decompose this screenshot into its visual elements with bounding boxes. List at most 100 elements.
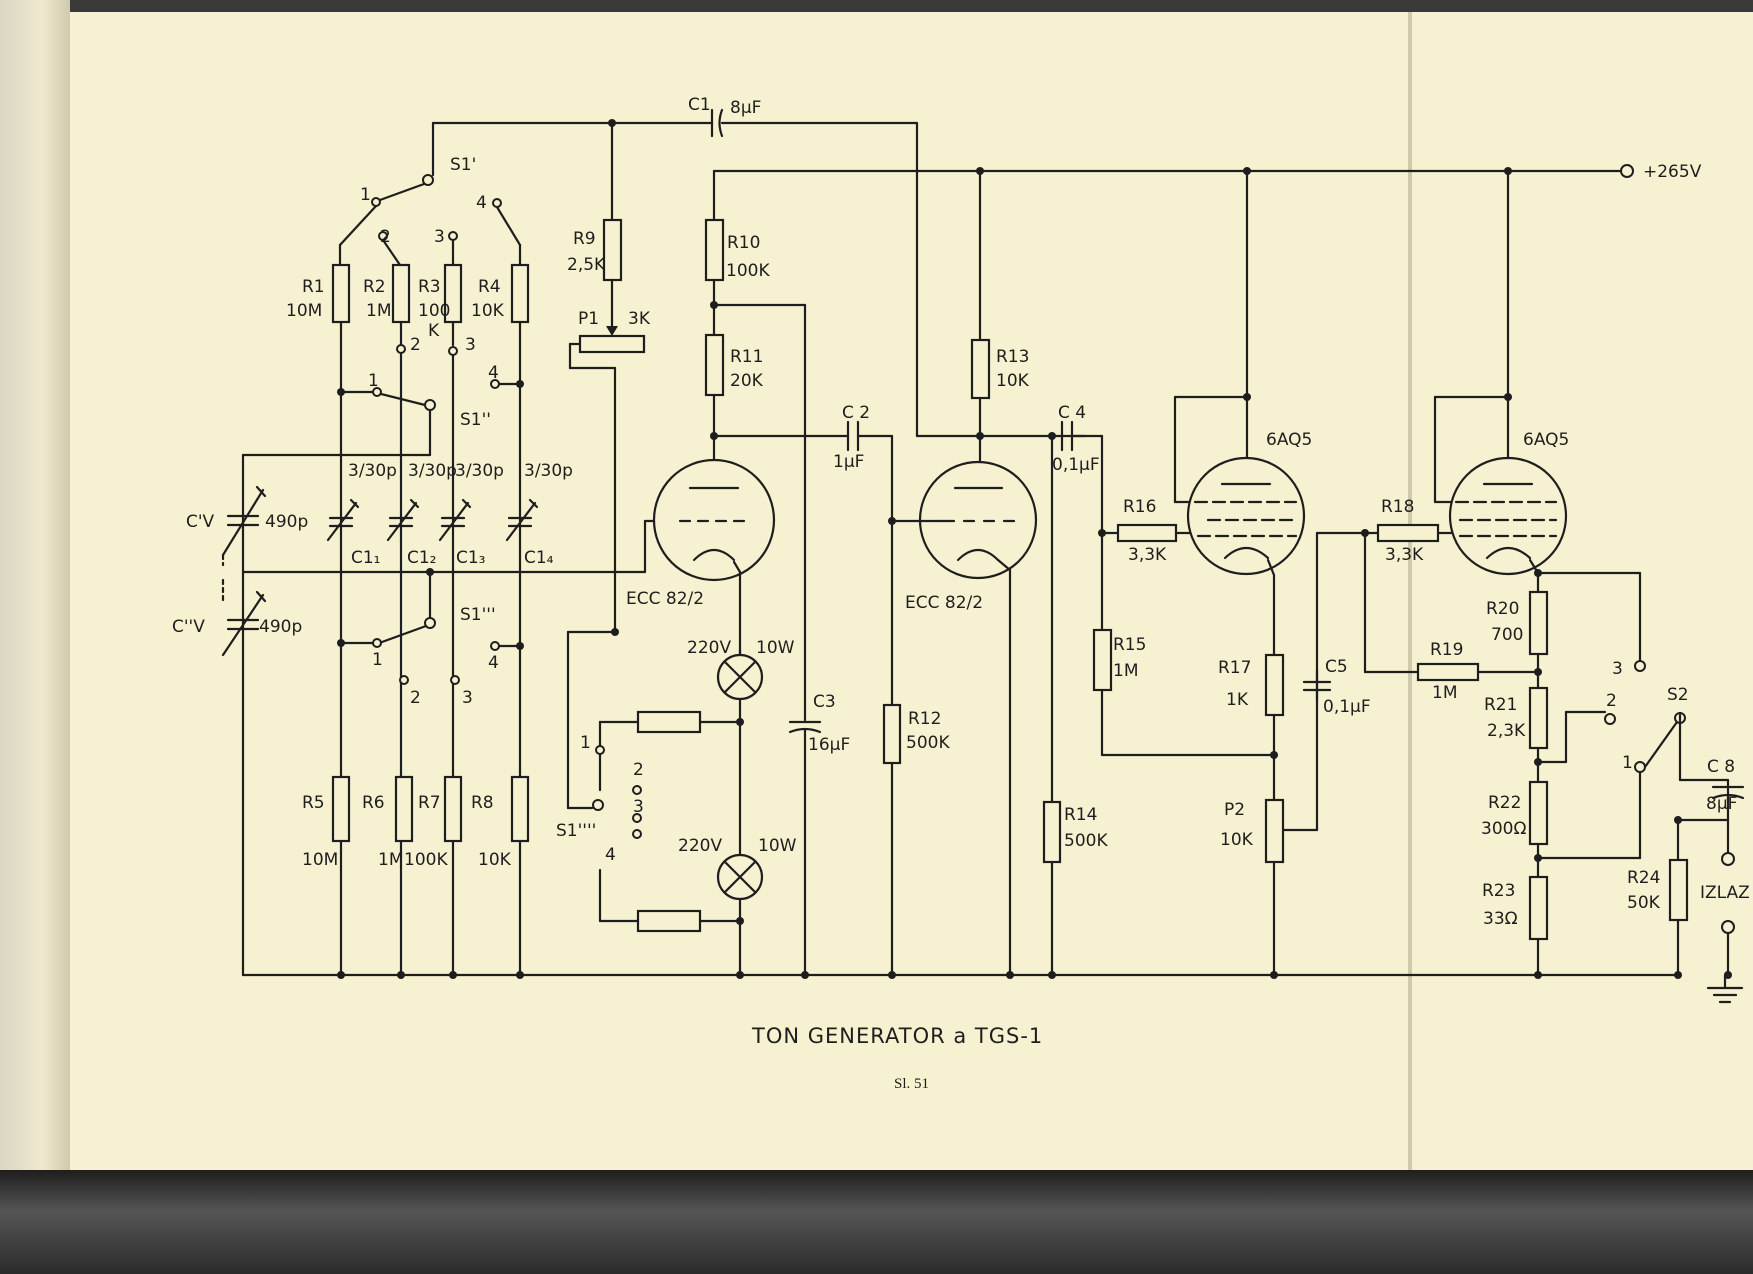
r11-value: 20K bbox=[730, 371, 764, 391]
p1-label: P1 bbox=[578, 309, 599, 329]
r4-label: R4 bbox=[478, 277, 501, 297]
r22-label: R22 bbox=[1488, 793, 1521, 813]
s1c-pos3: 3 bbox=[462, 688, 473, 708]
s1a-pos3: 3 bbox=[434, 227, 445, 247]
c2-capacitor bbox=[846, 420, 894, 977]
schematic-page: +265V C1 8µF S1' 1 2 3 4 bbox=[70, 12, 1753, 1180]
r14-label: R14 bbox=[1064, 805, 1097, 825]
s2-pos1: 1 bbox=[1622, 753, 1633, 773]
v1-label: ECC 82/2 bbox=[626, 589, 704, 609]
tube-v3 bbox=[1173, 169, 1367, 977]
r5-r8-resistors bbox=[331, 775, 530, 843]
p2-label: P2 bbox=[1224, 800, 1245, 820]
tone-generator-schematic: +265V C1 8µF S1' 1 2 3 4 bbox=[172, 95, 1750, 1092]
r14-resistor bbox=[1042, 800, 1062, 864]
r9-value: 2,5K bbox=[567, 255, 606, 275]
r16-value: 3,3K bbox=[1128, 545, 1167, 565]
s1b-pos1: 1 bbox=[368, 371, 379, 391]
r20-value: 700 bbox=[1491, 625, 1523, 645]
c8-capacitor bbox=[1668, 785, 1745, 977]
left-page-edge bbox=[0, 0, 70, 1180]
c14-value: 3/30p bbox=[524, 461, 573, 481]
tube-v2 bbox=[890, 169, 1038, 977]
c4-capacitor bbox=[1050, 420, 1104, 977]
r3-label: R3 bbox=[418, 277, 441, 297]
r14-value: 500K bbox=[1064, 831, 1108, 851]
output-label: IZLAZ bbox=[1700, 883, 1750, 903]
r7-label: R7 bbox=[418, 793, 441, 813]
v3-label: 6AQ5 bbox=[1266, 430, 1312, 450]
r9-label: R9 bbox=[573, 229, 596, 249]
r22-value: 300Ω bbox=[1481, 819, 1526, 839]
lamp-upper bbox=[716, 648, 764, 857]
c1-value: 8µF bbox=[730, 98, 761, 118]
r21-label: R21 bbox=[1484, 695, 1517, 715]
c1-label: C1 bbox=[688, 95, 711, 115]
r18-label: R18 bbox=[1381, 497, 1414, 517]
s1a-pos2: 2 bbox=[380, 227, 391, 247]
s2-pos2: 2 bbox=[1606, 691, 1617, 711]
c12-label: C1₂ bbox=[407, 548, 437, 568]
r3-value: 100 bbox=[418, 301, 450, 321]
supply-terminal bbox=[1620, 164, 1634, 178]
r17-value: 1K bbox=[1226, 690, 1249, 710]
c8-value: 8µF bbox=[1706, 794, 1737, 814]
r13-value: 10K bbox=[996, 371, 1030, 391]
v2-label: ECC 82/2 bbox=[905, 593, 983, 613]
r8-label: R8 bbox=[471, 793, 494, 813]
s1a-pos4: 4 bbox=[476, 193, 487, 213]
r13-label: R13 bbox=[996, 347, 1029, 367]
lamp1-voltage: 220V bbox=[687, 638, 731, 658]
r12-value: 500K bbox=[906, 733, 950, 753]
tube-v4 bbox=[1433, 169, 1642, 977]
s1d-pos2: 2 bbox=[633, 760, 644, 780]
lamp-lower bbox=[716, 853, 764, 977]
c3-capacitor bbox=[788, 708, 822, 977]
c4-value: 0,1µF bbox=[1052, 455, 1100, 475]
s2-pos3: 3 bbox=[1612, 659, 1623, 679]
cv2-label: C''V bbox=[172, 617, 205, 637]
r24-label: R24 bbox=[1627, 868, 1660, 888]
variable-capacitors bbox=[221, 453, 267, 977]
ground-symbol bbox=[1706, 973, 1744, 1004]
s1b-pos3: 3 bbox=[465, 335, 476, 355]
c5-value: 0,1µF bbox=[1323, 697, 1371, 717]
cv1-value: 490p bbox=[265, 512, 308, 532]
p2-value: 10K bbox=[1220, 830, 1254, 850]
r19-label: R19 bbox=[1430, 640, 1463, 660]
r11-label: R11 bbox=[730, 347, 763, 367]
r16-label: R16 bbox=[1123, 497, 1156, 517]
r23-value: 33Ω bbox=[1483, 909, 1518, 929]
r8-value: 10K bbox=[478, 850, 512, 870]
r18-r19-network bbox=[1363, 523, 1540, 682]
lamp2-voltage: 220V bbox=[678, 836, 722, 856]
c5-label: C5 bbox=[1325, 657, 1348, 677]
s1b-label: S1'' bbox=[460, 410, 491, 430]
cv2-value: 490p bbox=[259, 617, 302, 637]
r6-value: 1M bbox=[378, 850, 403, 870]
r15-r16-network bbox=[1092, 523, 1276, 757]
s1d-pos4: 4 bbox=[605, 845, 616, 865]
s1a-label: S1' bbox=[450, 155, 476, 175]
output-terminal-ground bbox=[1721, 920, 1735, 934]
lamp2-power: 10W bbox=[758, 836, 797, 856]
r21-value: 2,3K bbox=[1487, 721, 1526, 741]
r19-value: 1M bbox=[1432, 683, 1457, 703]
r4-value: 10K bbox=[471, 301, 505, 321]
r3-unit: K bbox=[428, 321, 440, 341]
s1a-switch bbox=[338, 121, 614, 267]
s1c-pos1: 1 bbox=[372, 650, 383, 670]
r10-value: 100K bbox=[726, 261, 770, 281]
r24-value: 50K bbox=[1627, 893, 1661, 913]
c1-capacitor bbox=[610, 108, 1087, 438]
r2-value: 1M bbox=[366, 301, 391, 321]
c3-label: C3 bbox=[813, 692, 836, 712]
c14-label: C1₄ bbox=[524, 548, 554, 568]
r6-label: R6 bbox=[362, 793, 385, 813]
r12-label: R12 bbox=[908, 709, 941, 729]
s1b-pos2: 2 bbox=[410, 335, 421, 355]
r9-p1-network bbox=[566, 121, 646, 810]
output-terminal-hot bbox=[1721, 852, 1735, 866]
r5-label: R5 bbox=[302, 793, 325, 813]
s1b-pos4: 4 bbox=[488, 363, 499, 383]
